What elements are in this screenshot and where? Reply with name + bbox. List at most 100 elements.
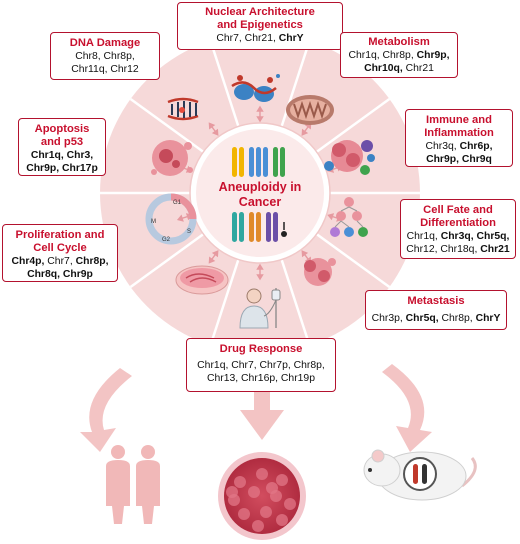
box-chromosomes-line1: Chr8, Chr8p, — [51, 50, 159, 63]
tumor-cell — [276, 474, 288, 486]
chromosome-label: Chr7, — [44, 256, 76, 267]
ring-arrowhead — [208, 122, 216, 130]
box-subtitle: and Epigenetics — [217, 19, 303, 31]
box-drug-response: Drug Response Chr1q, Chr7, Chr7p, Chr8p,… — [186, 338, 336, 392]
box-title: Proliferation and — [15, 229, 105, 241]
ring-arrowhead — [256, 105, 264, 112]
ring-arrowhead — [211, 250, 219, 258]
box-title: Cell Fate and — [423, 204, 493, 216]
chromosome-label: Chr9p, Chr9q — [426, 154, 492, 165]
box-nuclear-architecture: Nuclear Architecture and Epigenetics Chr… — [177, 2, 343, 50]
box-chromosomes-line1: Chr3p, Chr5q, Chr8p, ChrY — [366, 312, 506, 325]
box-chromosomes-line2: Chr9p, Chr9q — [406, 153, 512, 166]
tumor-cell — [252, 520, 264, 532]
ring-arrowhead — [256, 274, 264, 281]
chromosome-label: Chr3q, Chr5q, — [440, 231, 510, 242]
chromosome-label: Chr11q, Chr12 — [71, 64, 139, 75]
box-dna-damage: DNA Damage Chr8, Chr8p, Chr11q, Chr12 — [50, 32, 160, 80]
ring-divider — [129, 233, 205, 289]
ring-divider — [129, 97, 205, 153]
ring-arrowhead — [301, 250, 309, 258]
ring-divider — [315, 97, 391, 153]
tumor-cell — [260, 506, 272, 518]
chromosome-label: Chr21 — [480, 244, 510, 255]
chromosome-label: ChrY — [278, 33, 304, 44]
box-subtitle: Differentiation — [420, 217, 496, 229]
apoptotic-cell-icon — [151, 140, 193, 176]
box-subtitle: Cell Cycle — [33, 242, 87, 254]
ring-arrowhead — [301, 128, 309, 136]
ring-divider — [315, 233, 391, 289]
tumor-immune-cluster-icon — [324, 140, 375, 175]
ring-divider — [280, 259, 311, 346]
ring-divider — [209, 259, 240, 346]
ring-arrowhead — [327, 213, 335, 221]
chromosome-label: Chr6p, — [459, 141, 493, 152]
box-title: Metastasis — [407, 295, 465, 307]
tumor-mass-icon — [218, 452, 306, 540]
center-title: Aneuploidy in Cancer — [205, 180, 315, 210]
box-chromosomes-line2: Chr8q, Chr9p — [3, 268, 117, 281]
svg-text:G2: G2 — [162, 237, 171, 243]
tumor-cell — [284, 498, 296, 510]
patients-icon — [106, 445, 160, 524]
center-title-line1: Aneuploidy in — [218, 180, 302, 194]
box-chromosomes-line1: Chr1q, Chr3q, Chr5q, — [401, 230, 515, 243]
chromosome-label: Chr8q, Chr9p — [27, 269, 93, 280]
box-title: Nuclear Architecture — [205, 6, 315, 18]
svg-text:S: S — [187, 229, 191, 235]
tumor-cell — [234, 476, 246, 488]
chromosome-label: Chr1q, Chr7, Chr7p, Chr8p, — [197, 360, 325, 371]
box-chromosomes-line1: Chr3q, Chr6p, — [406, 140, 512, 153]
box-title: Metabolism — [368, 36, 430, 48]
chromosome-label: Chr8p, — [75, 256, 109, 267]
chromosome-label: Chr9p, Chr17p — [26, 163, 98, 174]
tumor-cell — [248, 486, 260, 498]
box-title: Drug Response — [219, 343, 303, 355]
mouse-icon — [363, 449, 477, 501]
box-metastasis: Metastasis Chr3p, Chr5q, Chr8p, ChrY — [365, 290, 507, 330]
ring-arrowhead — [256, 263, 264, 270]
ring-arrowhead — [176, 214, 184, 222]
patient-iv-icon — [239, 288, 281, 329]
box-chromosomes-line2: Chr11q, Chr12 — [51, 63, 159, 76]
chromosome-label: Chr7, Chr21, — [216, 33, 279, 44]
box-subtitle: Inflammation — [424, 127, 494, 139]
nucleosome-icon — [231, 74, 280, 102]
box-chromosomes-line2: Chr9p, Chr17p — [19, 162, 105, 175]
chromosome-label: Chr12, Chr18q, — [406, 244, 481, 255]
tumor-cell — [256, 468, 268, 480]
box-immune-inflammation: Immune and Inflammation Chr3q, Chr6p, Ch… — [405, 109, 513, 167]
ring-arrowhead — [256, 116, 264, 123]
box-chromosomes-line1: Chr7, Chr21, ChrY — [178, 32, 342, 45]
chromosome-label: Chr4p, — [11, 256, 45, 267]
chromosome-label: Chr1q, Chr3, — [30, 150, 94, 161]
chromosome-label: Chr3p, — [371, 313, 406, 324]
cell-cluster-icon — [304, 258, 336, 286]
chromosome-label: Chr8p, — [438, 313, 476, 324]
ring-arrowhead — [211, 128, 219, 136]
differentiation-tree-icon — [330, 197, 368, 237]
petri-dish-icon — [175, 265, 229, 295]
chromosome-label: Chr1q, Chr8p, — [348, 50, 417, 61]
chromosome-label: Chr9p, — [416, 50, 450, 61]
box-cell-fate-differentiation: Cell Fate and Differentiation Chr1q, Chr… — [400, 199, 516, 259]
box-apoptosis-p53: Apoptosis and p53 Chr1q, Chr3, Chr9p, Ch… — [18, 118, 106, 176]
chromosome-icon — [232, 147, 287, 242]
chromosome-label: Chr8, Chr8p, — [75, 51, 135, 62]
dna-ladder-icon — [167, 97, 199, 121]
box-proliferation-cell-cycle: Proliferation and Cell Cycle Chr4p, Chr7… — [2, 224, 118, 282]
tumor-cell — [266, 482, 278, 494]
chromosome-label: Chr1q, — [406, 231, 441, 242]
box-subtitle: and p53 — [40, 136, 84, 148]
tumor-cell — [226, 486, 238, 498]
chromosome-label: Chr3q, — [425, 141, 460, 152]
center-title-line2: Cancer — [238, 195, 282, 209]
tumor-cell — [238, 508, 250, 520]
box-chromosomes-line1: Chr1q, Chr7, Chr7p, Chr8p, — [187, 359, 335, 372]
chromosome-label: Chr5q, — [405, 313, 439, 324]
box-title: Apoptosis — [34, 123, 90, 135]
chromosome-label: ChrY — [475, 313, 501, 324]
chromosome-label: Chr21 — [402, 63, 434, 74]
